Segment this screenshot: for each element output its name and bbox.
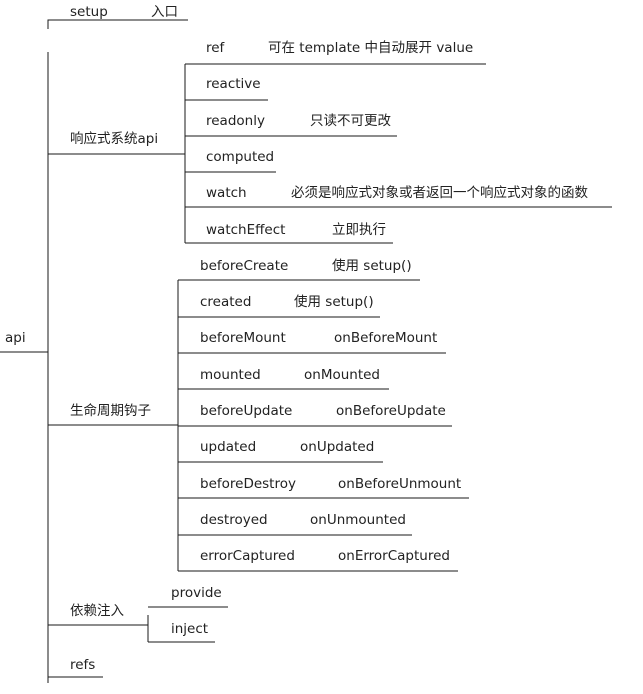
reactivity-item-label: reactive — [206, 76, 261, 92]
reactivity-item-note: 只读不可更改 — [310, 113, 391, 129]
reactivity-item-note: 立即执行 — [332, 222, 386, 238]
lifecycle-item-note: onUpdated — [300, 439, 375, 455]
lifecycle-item-label: destroyed — [200, 512, 268, 528]
injection-item-label: provide — [171, 585, 222, 601]
reactivity-item-note: 必须是响应式对象或者返回一个响应式对象的函数 — [291, 185, 588, 201]
lifecycle-item-label: errorCaptured — [200, 548, 295, 564]
lifecycle-item-note: 使用 setup() — [294, 294, 374, 310]
reactivity-item-label: computed — [206, 149, 275, 165]
lifecycle-item-label: beforeDestroy — [200, 476, 296, 492]
lifecycle-item-label: beforeUpdate — [200, 403, 293, 419]
injection-label: 依赖注入 — [70, 603, 124, 619]
lifecycle-item-label: created — [200, 294, 252, 310]
setup-label: setup — [70, 4, 108, 20]
branch-setup-line — [47, 19, 188, 29]
lifecycle-item-label: beforeCreate — [200, 258, 289, 274]
root-label: api — [5, 330, 26, 346]
lifecycle-item-note: onBeforeUnmount — [338, 476, 462, 492]
reactivity-item-label: readonly — [206, 113, 265, 129]
lifecycle-label: 生命周期钩子 — [70, 403, 151, 419]
lifecycle-item-note: onBeforeUpdate — [336, 403, 446, 419]
lifecycle-item-label: updated — [200, 439, 257, 455]
injection-item-label: inject — [171, 621, 209, 637]
reactivity-item-note: 可在 template 中自动展开 value — [268, 40, 474, 56]
lifecycle-item-note: onMounted — [304, 367, 381, 383]
lifecycle-item-note: onBeforeMount — [334, 330, 438, 346]
lifecycle-item-note: onErrorCaptured — [338, 548, 450, 564]
lifecycle-item-note: onUnmounted — [310, 512, 406, 528]
lifecycle-item-note: 使用 setup() — [332, 258, 412, 274]
reactivity-label: 响应式系统api — [70, 131, 159, 147]
connector-group — [0, 19, 612, 683]
reactivity-item-label: watchEffect — [206, 222, 286, 238]
refs-label: refs — [70, 657, 96, 673]
reactivity-item-label: ref — [206, 40, 225, 56]
lifecycle-item-label: mounted — [200, 367, 261, 383]
setup-note: 入口 — [151, 4, 178, 20]
reactivity-item-label: watch — [206, 185, 247, 201]
lifecycle-item-label: beforeMount — [200, 330, 286, 346]
